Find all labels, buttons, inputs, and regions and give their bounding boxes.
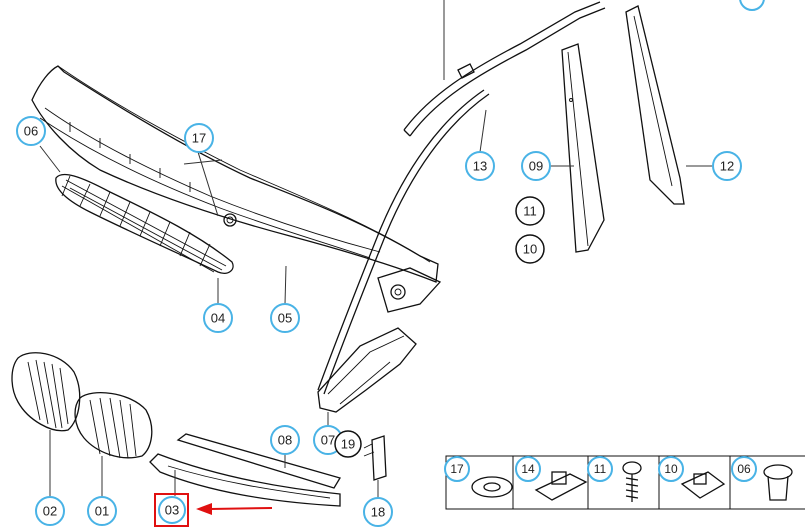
table-callout-06[interactable]: 06 bbox=[731, 456, 757, 482]
callout-label: 18 bbox=[371, 505, 385, 520]
callout-partial-top bbox=[739, 0, 765, 11]
table-label: 06 bbox=[737, 462, 751, 476]
table-callout-11[interactable]: 11 bbox=[587, 456, 613, 482]
kidney-grille-left bbox=[11, 352, 81, 432]
seal-strip-03 bbox=[149, 453, 341, 507]
window-seal-strip-12 bbox=[625, 5, 685, 205]
screw-icon bbox=[622, 461, 642, 502]
leader-lines bbox=[39, 0, 712, 498]
callout-10[interactable]: 10 bbox=[515, 234, 545, 264]
callout-label: 05 bbox=[278, 311, 292, 326]
window-seal-strip-09 bbox=[561, 43, 605, 253]
a-pillar-trim-part bbox=[317, 1, 606, 395]
callout-label: 13 bbox=[473, 159, 487, 174]
nut-clip-icon bbox=[680, 471, 726, 499]
callout-19[interactable]: 19 bbox=[334, 430, 362, 458]
callout-09[interactable]: 09 bbox=[521, 151, 551, 181]
callout-label: 12 bbox=[720, 159, 734, 174]
callout-18[interactable]: 18 bbox=[363, 497, 393, 527]
callout-label: 08 bbox=[278, 433, 292, 448]
callout-label: 17 bbox=[192, 131, 206, 146]
push-rivet-icon bbox=[763, 464, 793, 501]
table-callout-14[interactable]: 14 bbox=[515, 456, 541, 482]
callout-label: 06 bbox=[24, 124, 38, 139]
callout-11[interactable]: 11 bbox=[515, 196, 545, 226]
seal-strip-08 bbox=[176, 433, 341, 489]
kidney-grille-right bbox=[74, 392, 153, 459]
callout-04[interactable]: 04 bbox=[203, 303, 233, 333]
clip-14-icon bbox=[534, 471, 588, 501]
bracket-18 bbox=[363, 435, 387, 481]
callout-label: 10 bbox=[523, 242, 537, 257]
callout-17[interactable]: 17 bbox=[184, 123, 214, 153]
callout-label: 19 bbox=[341, 437, 355, 452]
callout-02[interactable]: 02 bbox=[35, 496, 65, 526]
callout-label: 09 bbox=[529, 159, 543, 174]
table-label: 10 bbox=[664, 462, 678, 476]
callout-03[interactable]: 03 bbox=[158, 496, 186, 524]
washer-icon bbox=[471, 476, 513, 498]
callout-13[interactable]: 13 bbox=[465, 151, 495, 181]
callout-label: 02 bbox=[43, 504, 57, 519]
table-label: 14 bbox=[521, 462, 535, 476]
callout-08[interactable]: 08 bbox=[270, 425, 300, 455]
table-callout-10[interactable]: 10 bbox=[658, 456, 684, 482]
table-label: 17 bbox=[450, 462, 464, 476]
table-callout-17[interactable]: 17 bbox=[444, 456, 470, 482]
table-label: 11 bbox=[594, 462, 607, 476]
callout-label: 07 bbox=[321, 433, 335, 448]
callout-label: 04 bbox=[211, 311, 225, 326]
air-duct-part bbox=[317, 327, 417, 413]
callout-05[interactable]: 05 bbox=[270, 303, 300, 333]
callout-label: 01 bbox=[95, 504, 109, 519]
highlight-box bbox=[154, 493, 189, 527]
callout-label: 11 bbox=[523, 204, 537, 219]
callout-label: 03 bbox=[165, 503, 179, 518]
cowl-panel-part bbox=[31, 65, 442, 313]
callout-12[interactable]: 12 bbox=[712, 151, 742, 181]
highlight-arrow bbox=[196, 503, 273, 515]
callout-01[interactable]: 01 bbox=[87, 496, 117, 526]
callout-06[interactable]: 06 bbox=[16, 116, 46, 146]
grille-strip-part bbox=[55, 173, 234, 274]
